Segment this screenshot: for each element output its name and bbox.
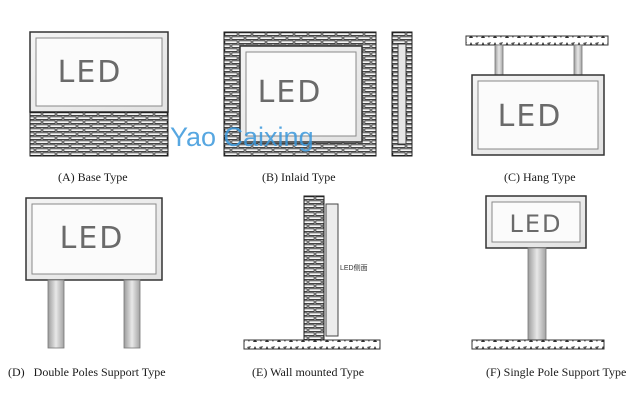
led-side-panel: [397, 43, 407, 145]
led-label: LED: [498, 99, 563, 134]
led-label: LED: [258, 75, 323, 110]
caption-inlaid-type: (B) Inlaid Type: [262, 170, 336, 184]
single-pole-figure: LED: [471, 195, 605, 350]
led-label: LED: [60, 221, 125, 256]
wall-mounted-figure: LED侧面: [243, 195, 381, 350]
led-label: LED: [509, 210, 562, 238]
brick-wall: [303, 195, 325, 341]
support-pole: [47, 279, 65, 349]
caption-single-pole-type: (F) Single Pole Support Type: [486, 365, 626, 379]
led-side-panel: [325, 203, 339, 337]
hang-type-figure: LED: [465, 35, 609, 156]
caption-hang-type: (C) Hang Type: [504, 170, 576, 184]
led-label: LED: [58, 55, 123, 90]
caption-double-poles-type: (D) Double Poles Support Type: [8, 365, 166, 379]
led-side-label: LED侧面: [340, 263, 368, 272]
hanger-rod: [573, 44, 583, 76]
support-pole: [123, 279, 141, 349]
ground-base: [471, 339, 605, 350]
watermark: Yao Caixing: [170, 122, 314, 152]
brick-base: [29, 111, 169, 157]
caption-base-type: (A) Base Type: [58, 170, 128, 184]
support-pole: [527, 247, 547, 341]
double-poles-figure: LED: [25, 197, 163, 349]
inlaid-type-figure: LED: [223, 31, 413, 157]
ground-base: [243, 339, 381, 350]
caption-wall-mounted-type: (E) Wall mounted Type: [252, 365, 364, 379]
ceiling-beam: [465, 35, 609, 46]
hanger-rod: [494, 44, 504, 76]
base-type-figure: LED: [29, 31, 169, 157]
